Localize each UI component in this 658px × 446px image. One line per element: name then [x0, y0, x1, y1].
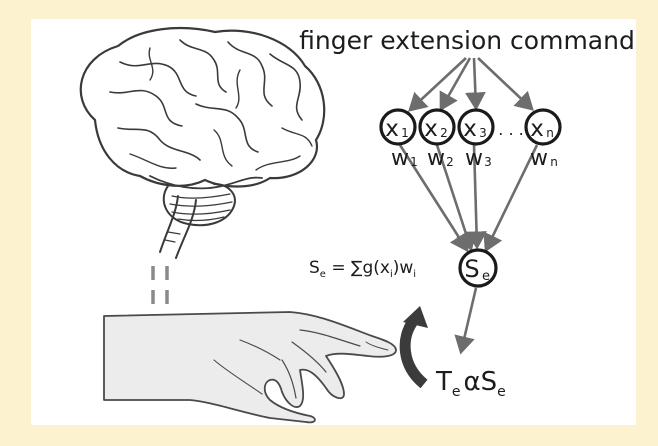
weight-3-label: w — [465, 146, 483, 171]
command-label: finger extension command — [299, 26, 635, 55]
input-node-n-label: x — [530, 116, 544, 142]
weight-1-sub: 1 — [410, 155, 418, 169]
input-node-2: x 2 — [420, 110, 454, 144]
input-node-1-label: x — [385, 116, 399, 142]
input-ellipsis: . . . — [498, 120, 523, 139]
sum-node-label: S — [464, 255, 479, 283]
weight-1: w 1 — [391, 146, 418, 171]
sum-to-torque-arrow — [461, 288, 476, 352]
weight-n: w n — [530, 146, 558, 171]
input-node-3-sub: 3 — [479, 126, 487, 140]
input-node-1-sub: 1 — [401, 126, 409, 140]
input-node-3: x 3 — [459, 110, 493, 144]
weight-2-sub: 2 — [446, 155, 454, 169]
hand-illustration — [104, 312, 396, 422]
weight-2-label: w — [427, 146, 445, 171]
weight-1-label: w — [391, 146, 409, 171]
input-node-2-label: x — [424, 116, 438, 142]
weight-3: w 3 — [465, 146, 492, 171]
weight-3-sub: 3 — [484, 155, 492, 169]
input-node-n-sub: n — [546, 126, 554, 140]
sum-formula: Se = ∑g(xi)wi — [309, 258, 416, 280]
weight-n-label: w — [530, 146, 548, 171]
input-node-1: x 1 — [381, 110, 415, 144]
weight-n-sub: n — [550, 155, 558, 169]
sum-node: S e — [460, 250, 496, 286]
curved-arrow-up — [403, 306, 428, 384]
sum-node-sub: e — [482, 269, 490, 284]
weight-2: w 2 — [427, 146, 454, 171]
input-node-3-label: x — [463, 116, 477, 142]
input-node-n: x n — [526, 110, 560, 144]
brain-illustration — [81, 28, 324, 258]
input-node-2-sub: 2 — [440, 126, 448, 140]
command-to-input-arrows — [410, 58, 532, 110]
